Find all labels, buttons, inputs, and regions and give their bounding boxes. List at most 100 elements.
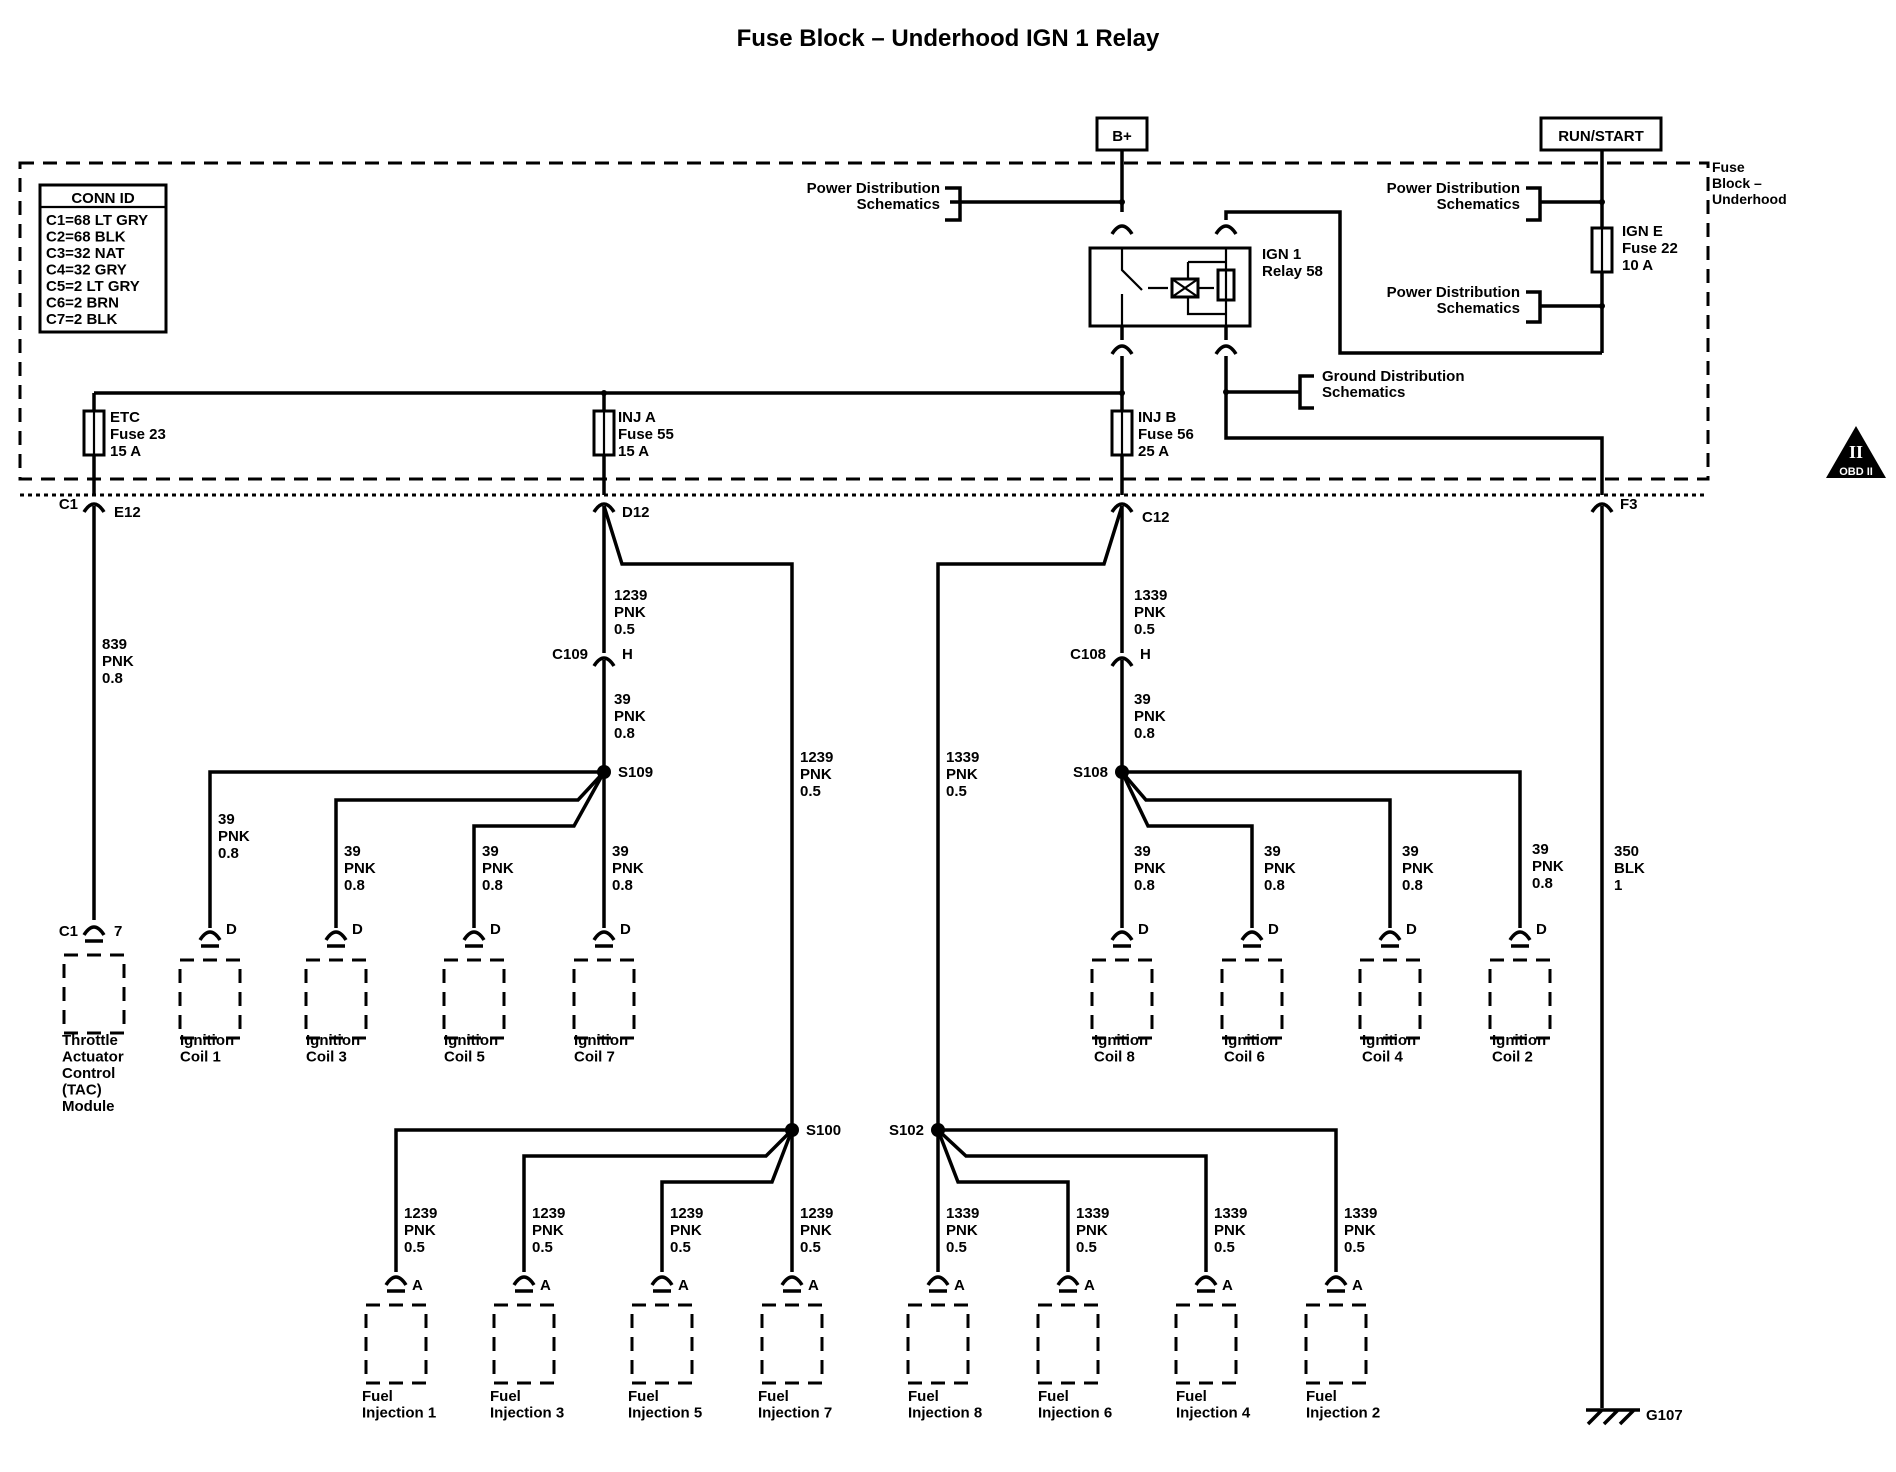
circuit-350-label-line: 350 xyxy=(1614,843,1639,860)
injector-branch-wire xyxy=(660,1129,794,1272)
injector-wire-label-line: 1239 xyxy=(670,1205,703,1222)
bracket-icon xyxy=(1298,374,1314,410)
conn-id-row: C2=68 BLK xyxy=(46,229,126,246)
relay-coil-feed-wire xyxy=(1224,210,1602,355)
circuit-1239-top-label-line: PNK xyxy=(614,604,646,621)
circuit-1339-top-label-line: PNK xyxy=(1134,604,1166,621)
s109-label: S109 xyxy=(618,764,653,781)
coil-pin-label: D xyxy=(352,921,363,938)
circuit-39-c109-label-line: 0.8 xyxy=(614,725,635,742)
fuel-injector-label-line: Fuel xyxy=(362,1388,393,1405)
injector-wire-label-line: PNK xyxy=(1076,1222,1108,1239)
fuel-injector xyxy=(630,1275,694,1385)
tac-module-label-line: Control xyxy=(62,1065,115,1082)
connector-cavity xyxy=(780,1275,804,1286)
injector-pin-label: A xyxy=(808,1277,819,1294)
injector-pin-label: A xyxy=(540,1277,551,1294)
relay-terminal-bottom-left xyxy=(1110,344,1134,355)
coil-wire-label-line: 39 xyxy=(482,843,499,860)
injector-wire-label-line: 0.5 xyxy=(1344,1239,1365,1256)
circuit-1239-top-label-line: 1239 xyxy=(614,587,647,604)
component-outline xyxy=(304,958,368,1040)
injector-wire-label-line: 1339 xyxy=(1344,1205,1377,1222)
connector-cavity xyxy=(324,930,348,941)
power-dist-1-ref-line: Schematics xyxy=(857,196,940,213)
coil-wire-label-line: 39 xyxy=(612,843,629,860)
tac-pin-label: 7 xyxy=(114,923,122,940)
tac-module-label-line: (TAC) xyxy=(62,1082,102,1099)
power-dist-3-ref-line: Power Distribution xyxy=(1387,284,1520,301)
enclosure-label-line: Block – xyxy=(1712,175,1762,191)
connector-cavity xyxy=(82,925,106,936)
connector-c108-pin-label: H xyxy=(1140,646,1151,663)
obd-ii-badge-mark: II xyxy=(1849,442,1863,462)
ignition-coil-label-line: Ignition xyxy=(1094,1032,1148,1049)
circuit-350-label-line: 1 xyxy=(1614,877,1622,894)
ignition-coil-label-line: Coil 4 xyxy=(1362,1049,1403,1066)
tac-module-label-line: Actuator xyxy=(62,1049,124,1066)
injector-wire-label-line: PNK xyxy=(532,1222,564,1239)
ignition-coil-label-line: Ignition xyxy=(1492,1032,1546,1049)
power-dist-2-ref-line: Power Distribution xyxy=(1387,180,1520,197)
coil-branch-wire xyxy=(1120,770,1392,928)
injector-wire-label-line: 0.5 xyxy=(946,1239,967,1256)
coil-branch-wire xyxy=(1120,771,1254,928)
fuel-injector-label-line: Fuel xyxy=(490,1388,521,1405)
fuel-injector xyxy=(1304,1275,1368,1385)
conn-id-row: C6=2 BRN xyxy=(46,295,119,312)
conn-id-heading: CONN ID xyxy=(71,190,135,207)
ground-dist-ref-line: Schematics xyxy=(1322,384,1405,401)
coil-branch-wire xyxy=(1122,770,1522,928)
coil-branch-wire xyxy=(208,770,604,928)
connector-c109-label: C109 xyxy=(552,646,588,663)
ignition-coil xyxy=(304,930,368,1040)
coil-pin-label: D xyxy=(1536,921,1547,938)
coil-branch-wire xyxy=(334,770,606,928)
ignition-coil xyxy=(572,930,636,1040)
circuit-1339-long-label-line: 0.5 xyxy=(946,783,967,800)
injector-wire-label-line: PNK xyxy=(670,1222,702,1239)
ignition-coil-label-line: Coil 2 xyxy=(1492,1049,1533,1066)
connector-f3 xyxy=(1590,502,1614,513)
inj-b-fuse-label-line: 25 A xyxy=(1138,443,1169,460)
connector-d12-label: D12 xyxy=(622,504,650,521)
injector-wire-label-line: 1239 xyxy=(532,1205,565,1222)
connector-c109 xyxy=(592,656,616,667)
injector-pin-label: A xyxy=(412,1277,423,1294)
ground-symbol-icon xyxy=(1586,1408,1640,1426)
injector-pin-label: A xyxy=(954,1277,965,1294)
ignition-coil-label-line: Ignition xyxy=(1224,1032,1278,1049)
connector-c12 xyxy=(1110,502,1134,513)
injector-wire-label-line: PNK xyxy=(946,1222,978,1239)
coil-wire-label-line: 0.8 xyxy=(218,845,239,862)
s102-label: S102 xyxy=(889,1122,924,1139)
injector-wire-label-line: PNK xyxy=(404,1222,436,1239)
circuit-1339-top-label-line: 0.5 xyxy=(1134,621,1155,638)
coil-wire-label-line: 39 xyxy=(1402,843,1419,860)
connector-c1-e12 xyxy=(82,502,106,513)
component-outline xyxy=(1304,1303,1368,1385)
tac-module-label-line: Throttle xyxy=(62,1032,118,1049)
ignition-coil-label-line: Ignition xyxy=(306,1032,360,1049)
injector-wire-label-line: 1239 xyxy=(800,1205,833,1222)
connector-cavity xyxy=(1324,1275,1348,1286)
injector-wire-label-line: 1339 xyxy=(946,1205,979,1222)
connector-c108-label: C108 xyxy=(1070,646,1106,663)
circuit-1339-long-label-line: 1339 xyxy=(946,749,979,766)
injector-wire-label-line: 0.5 xyxy=(800,1239,821,1256)
connector-cavity xyxy=(650,1275,674,1286)
coil-wire-label-line: 0.8 xyxy=(482,877,503,894)
fuel-injector-label-line: Injection 8 xyxy=(908,1405,982,1422)
